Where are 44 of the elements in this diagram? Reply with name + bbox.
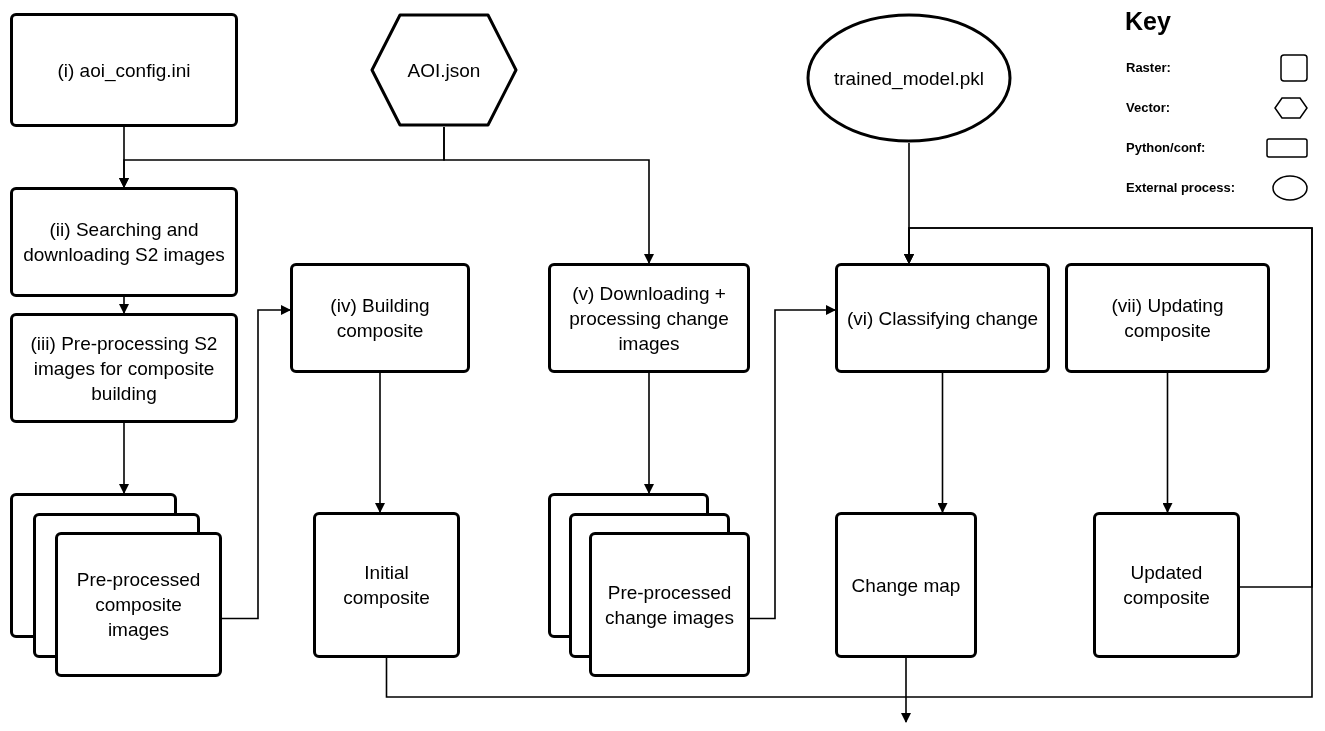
legend-text: External process: — [1126, 180, 1236, 196]
node-text: (vii) Updating composite — [1110, 294, 1225, 343]
arrow — [901, 657, 911, 723]
raster-box — [1093, 512, 1240, 658]
arrow — [1162, 372, 1173, 513]
raster-stack — [10, 493, 222, 677]
node-text: Initial composite — [342, 561, 431, 610]
arrow — [221, 305, 291, 620]
arrow — [375, 372, 385, 513]
vector-hexagon — [370, 13, 518, 127]
arrow — [904, 227, 1313, 588]
node-text: Pre-processed change images — [604, 580, 735, 630]
arrow — [644, 372, 654, 494]
node-text: AOI.json — [407, 58, 481, 83]
raster-box — [835, 512, 977, 658]
node-text: Change map — [851, 573, 961, 598]
legend-text: Python/conf: — [1126, 140, 1206, 156]
process-box — [548, 263, 750, 373]
config-box — [10, 13, 238, 127]
process-box — [10, 187, 238, 297]
node-text: (i) aoi_config.ini — [57, 58, 191, 83]
node-text: (iii) Pre-processing S2 images for composite building — [29, 331, 219, 406]
process-box — [1065, 263, 1270, 373]
arrow — [119, 422, 129, 494]
node-text: (ii) Searching and downloading S2 images — [22, 218, 226, 267]
raster-box — [313, 512, 460, 658]
process-box — [10, 313, 238, 423]
legend-text: Raster: — [1126, 60, 1171, 76]
legend-text: Vector: — [1126, 100, 1171, 116]
process-box — [835, 263, 1050, 373]
node-text: (vi) Classifying change — [846, 306, 1039, 331]
raster-stack — [548, 493, 750, 677]
arrow — [443, 126, 654, 264]
legend-title: Key — [1125, 6, 1171, 36]
external-process-ellipse — [806, 13, 1012, 143]
node-text: Pre-processed composite images — [75, 568, 202, 642]
node-text: Updated composite — [1122, 561, 1211, 610]
arrow — [119, 296, 129, 314]
node-text: (iv) Building composite — [329, 294, 431, 343]
node-text: (v) Downloading + processing change images — [568, 281, 730, 356]
arrow — [937, 372, 948, 513]
process-box — [290, 263, 470, 373]
node-text: trained_model.pkl — [834, 66, 984, 91]
arrow — [749, 305, 836, 620]
